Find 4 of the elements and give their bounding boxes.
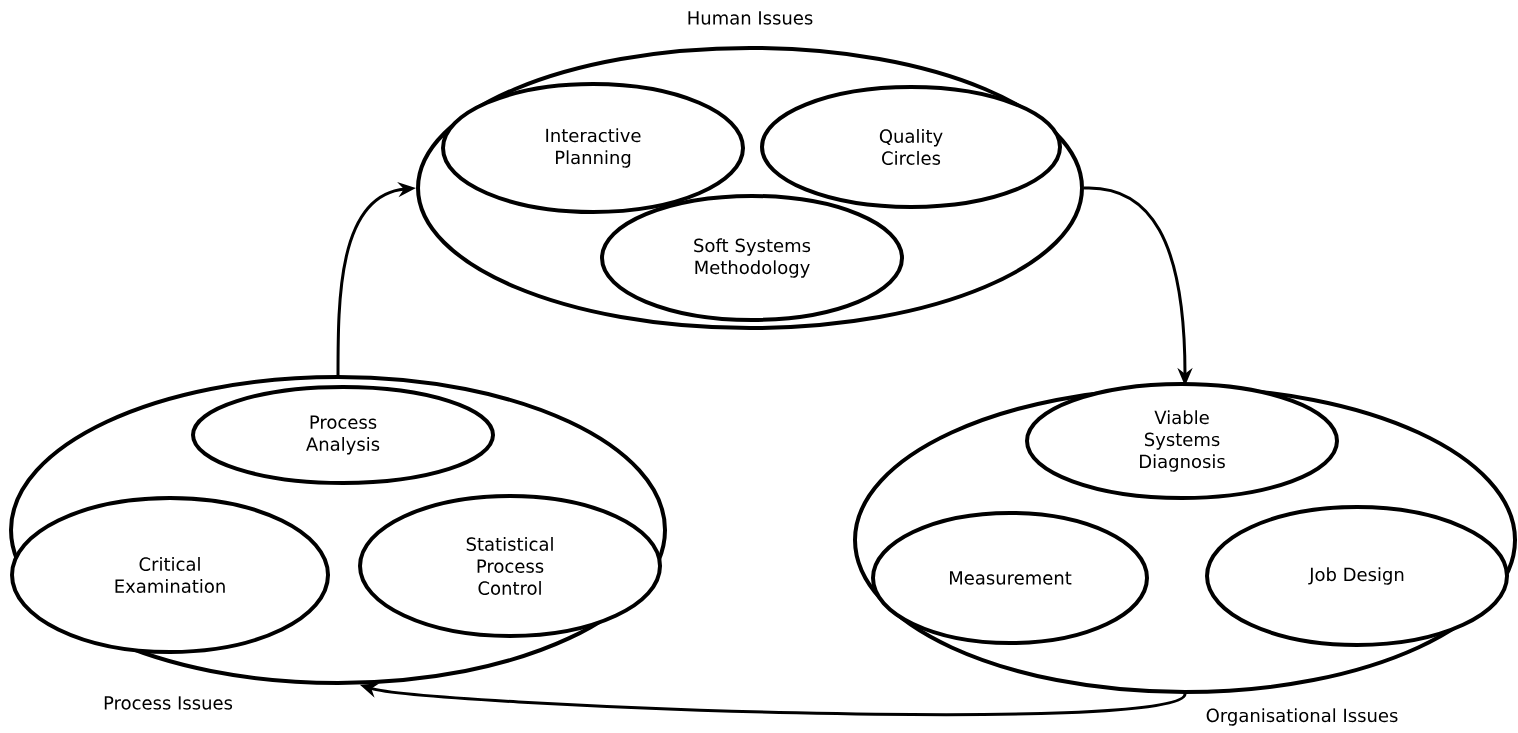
group-heading: Organisational Issues: [1206, 708, 1398, 726]
group-heading: Human Issues: [688, 11, 813, 25]
group-heading: Process Issues: [104, 696, 233, 710]
node-label: Job Design: [1308, 567, 1404, 585]
